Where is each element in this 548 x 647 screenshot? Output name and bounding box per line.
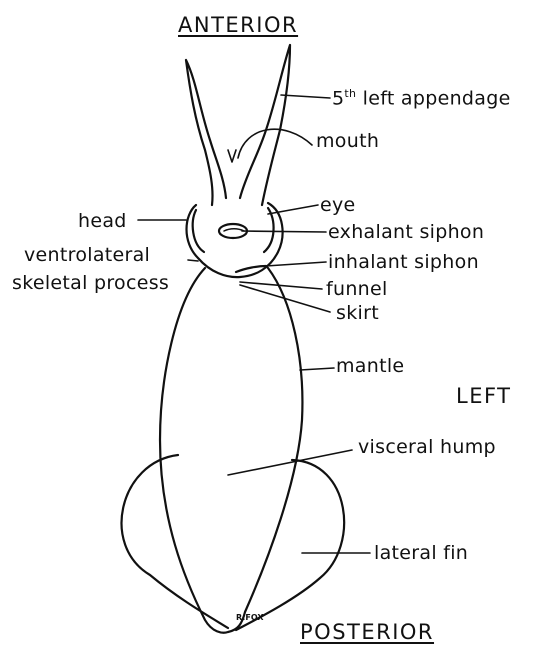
left-eye [193, 210, 204, 252]
appendage-label: 5th left appendage [332, 88, 511, 108]
exhalant-siphon-label: exhalant siphon [328, 223, 484, 242]
posterior-label: POSTERIOR [300, 622, 434, 643]
skirt-label: skirt [336, 304, 379, 323]
mantle-label: mantle [336, 357, 404, 376]
lateral-fin-label: lateral fin [374, 544, 468, 563]
ventrolateral-label: ventrolateral [24, 246, 150, 265]
visceral-hump-label: visceral hump [358, 438, 496, 457]
lateral-fins-outline [122, 455, 345, 630]
funnel-label: funnel [326, 280, 388, 299]
inhalant-siphon-label: inhalant siphon [328, 253, 479, 272]
right-appendage [240, 45, 290, 205]
mantle-outline [160, 268, 302, 633]
artist-signature: R.FOX [236, 614, 264, 622]
skeletal-process-label: skeletal process [12, 274, 169, 293]
left-orientation-label: LEFT [456, 386, 512, 407]
mouth-label: mouth [316, 132, 379, 151]
eye-label: eye [320, 196, 356, 215]
anterior-label: ANTERIOR [178, 15, 298, 36]
head-label: head [78, 212, 127, 231]
left-appendage [186, 60, 226, 205]
